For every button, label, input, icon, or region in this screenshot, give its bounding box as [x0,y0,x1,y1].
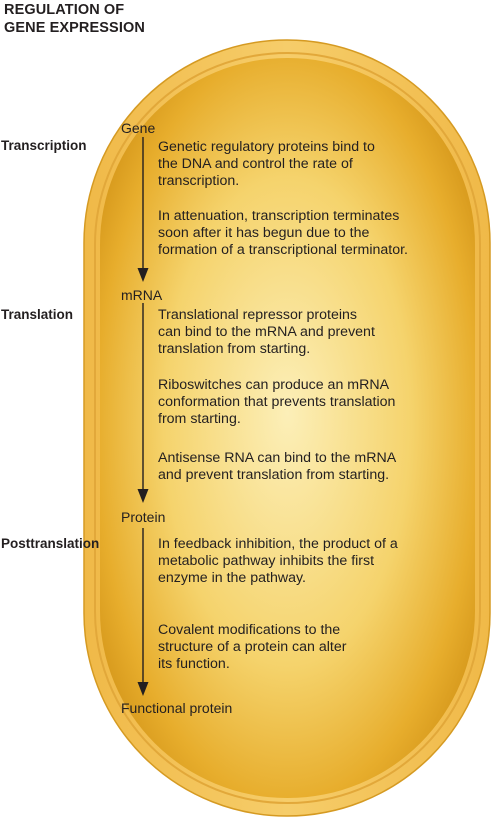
arrowhead-functional-protein [137,682,149,696]
figure-title: REGULATION OF GENE EXPRESSION [4,1,145,37]
pathway-arrows [137,137,149,696]
desc-feedback-inhibition: In feedback inhibition, the product of a… [158,536,398,587]
figure-title-line-1: REGULATION OF [4,2,125,18]
cytoplasm [100,58,475,798]
node-functional-protein: Functional protein [121,700,233,716]
node-mrna: mRNA [121,287,163,303]
desc-covalent-modifications: Covalent modifications to the structure … [158,622,347,673]
stage-posttranslation: Posttranslation [1,536,100,551]
stage-transcription: Transcription [1,138,87,153]
desc-translational-repressor: Translational repressor proteins can bin… [158,307,375,358]
arrowhead-protein [137,489,149,503]
desc-riboswitches: Riboswitches can produce an mRNA conform… [158,377,396,428]
desc-genetic-regulatory-proteins: Genetic regulatory proteins bind to the … [158,139,375,190]
stage-translation: Translation [1,307,74,322]
cell-membrane [94,52,481,804]
desc-attenuation: In attenuation, transcription terminates… [158,208,408,259]
node-gene: Gene [121,120,156,136]
desc-antisense-rna: Antisense RNA can bind to the mRNA and p… [158,450,397,484]
arrowhead-mrna [137,268,149,282]
node-protein: Protein [121,509,166,525]
figure-title-line-2: GENE EXPRESSION [4,20,145,36]
